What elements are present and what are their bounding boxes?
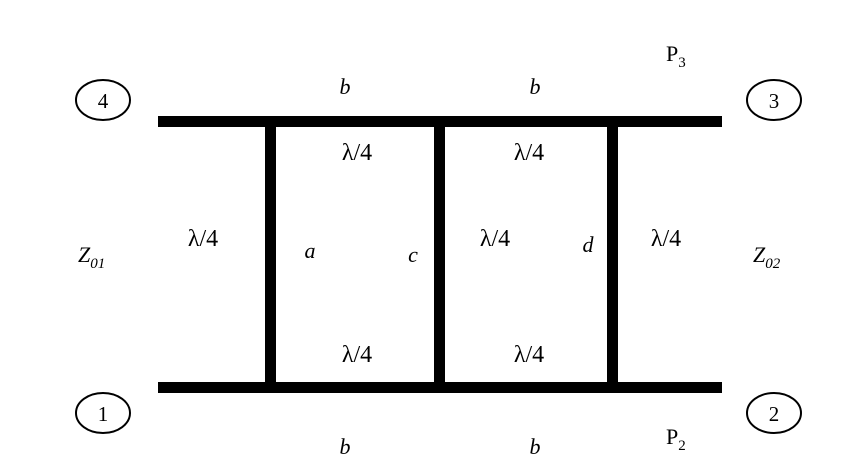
branch-line-a [265,121,276,388]
impedance-b-bottom-right: b [530,434,541,459]
length-top-right: λ/4 [514,140,544,166]
impedance-b-top-right: b [530,74,541,99]
length-outer-left: λ/4 [188,226,218,252]
power-p3-letter: P [666,41,678,66]
port-1: 1 [75,392,131,434]
port-2-label: 2 [769,402,780,426]
port-1-circle [75,392,131,434]
impedance-left-label: Z01 [78,242,105,272]
port-3: 3 [746,79,802,121]
port-4-label: 4 [98,89,109,113]
power-p3-subscript: 3 [678,55,686,71]
port-2: 2 [746,392,802,434]
branch-line-d [607,121,618,388]
power-p2-letter: P [666,424,678,449]
port-4-circle [75,79,131,121]
impedance-right-letter: Z [753,242,766,267]
impedance-d-label: d [583,232,595,257]
power-p3-label: P3 [666,41,686,71]
length-middle: λ/4 [480,226,510,252]
branch-line-c [434,121,445,388]
impedance-left-subscript: 01 [90,256,105,272]
power-p2-subscript: 2 [678,438,686,454]
length-outer-right: λ/4 [651,226,681,252]
port-2-circle [746,392,802,434]
length-bottom-left: λ/4 [342,342,372,368]
power-p2-label: P2 [666,424,686,454]
length-bottom-right: λ/4 [514,342,544,368]
length-top-left: λ/4 [342,140,372,166]
port-3-circle [746,79,802,121]
impedance-b-bottom-left: b [340,434,351,459]
port-4: 4 [75,79,131,121]
impedance-b-top-left: b [340,74,351,99]
impedance-right-subscript: 02 [765,256,781,272]
impedance-left-letter: Z [78,242,91,267]
port-1-label: 1 [98,402,109,426]
impedance-right-label: Z02 [753,242,781,272]
impedance-c-label: c [408,242,418,267]
port-3-label: 3 [769,89,780,113]
impedance-a-label: a [305,238,316,263]
